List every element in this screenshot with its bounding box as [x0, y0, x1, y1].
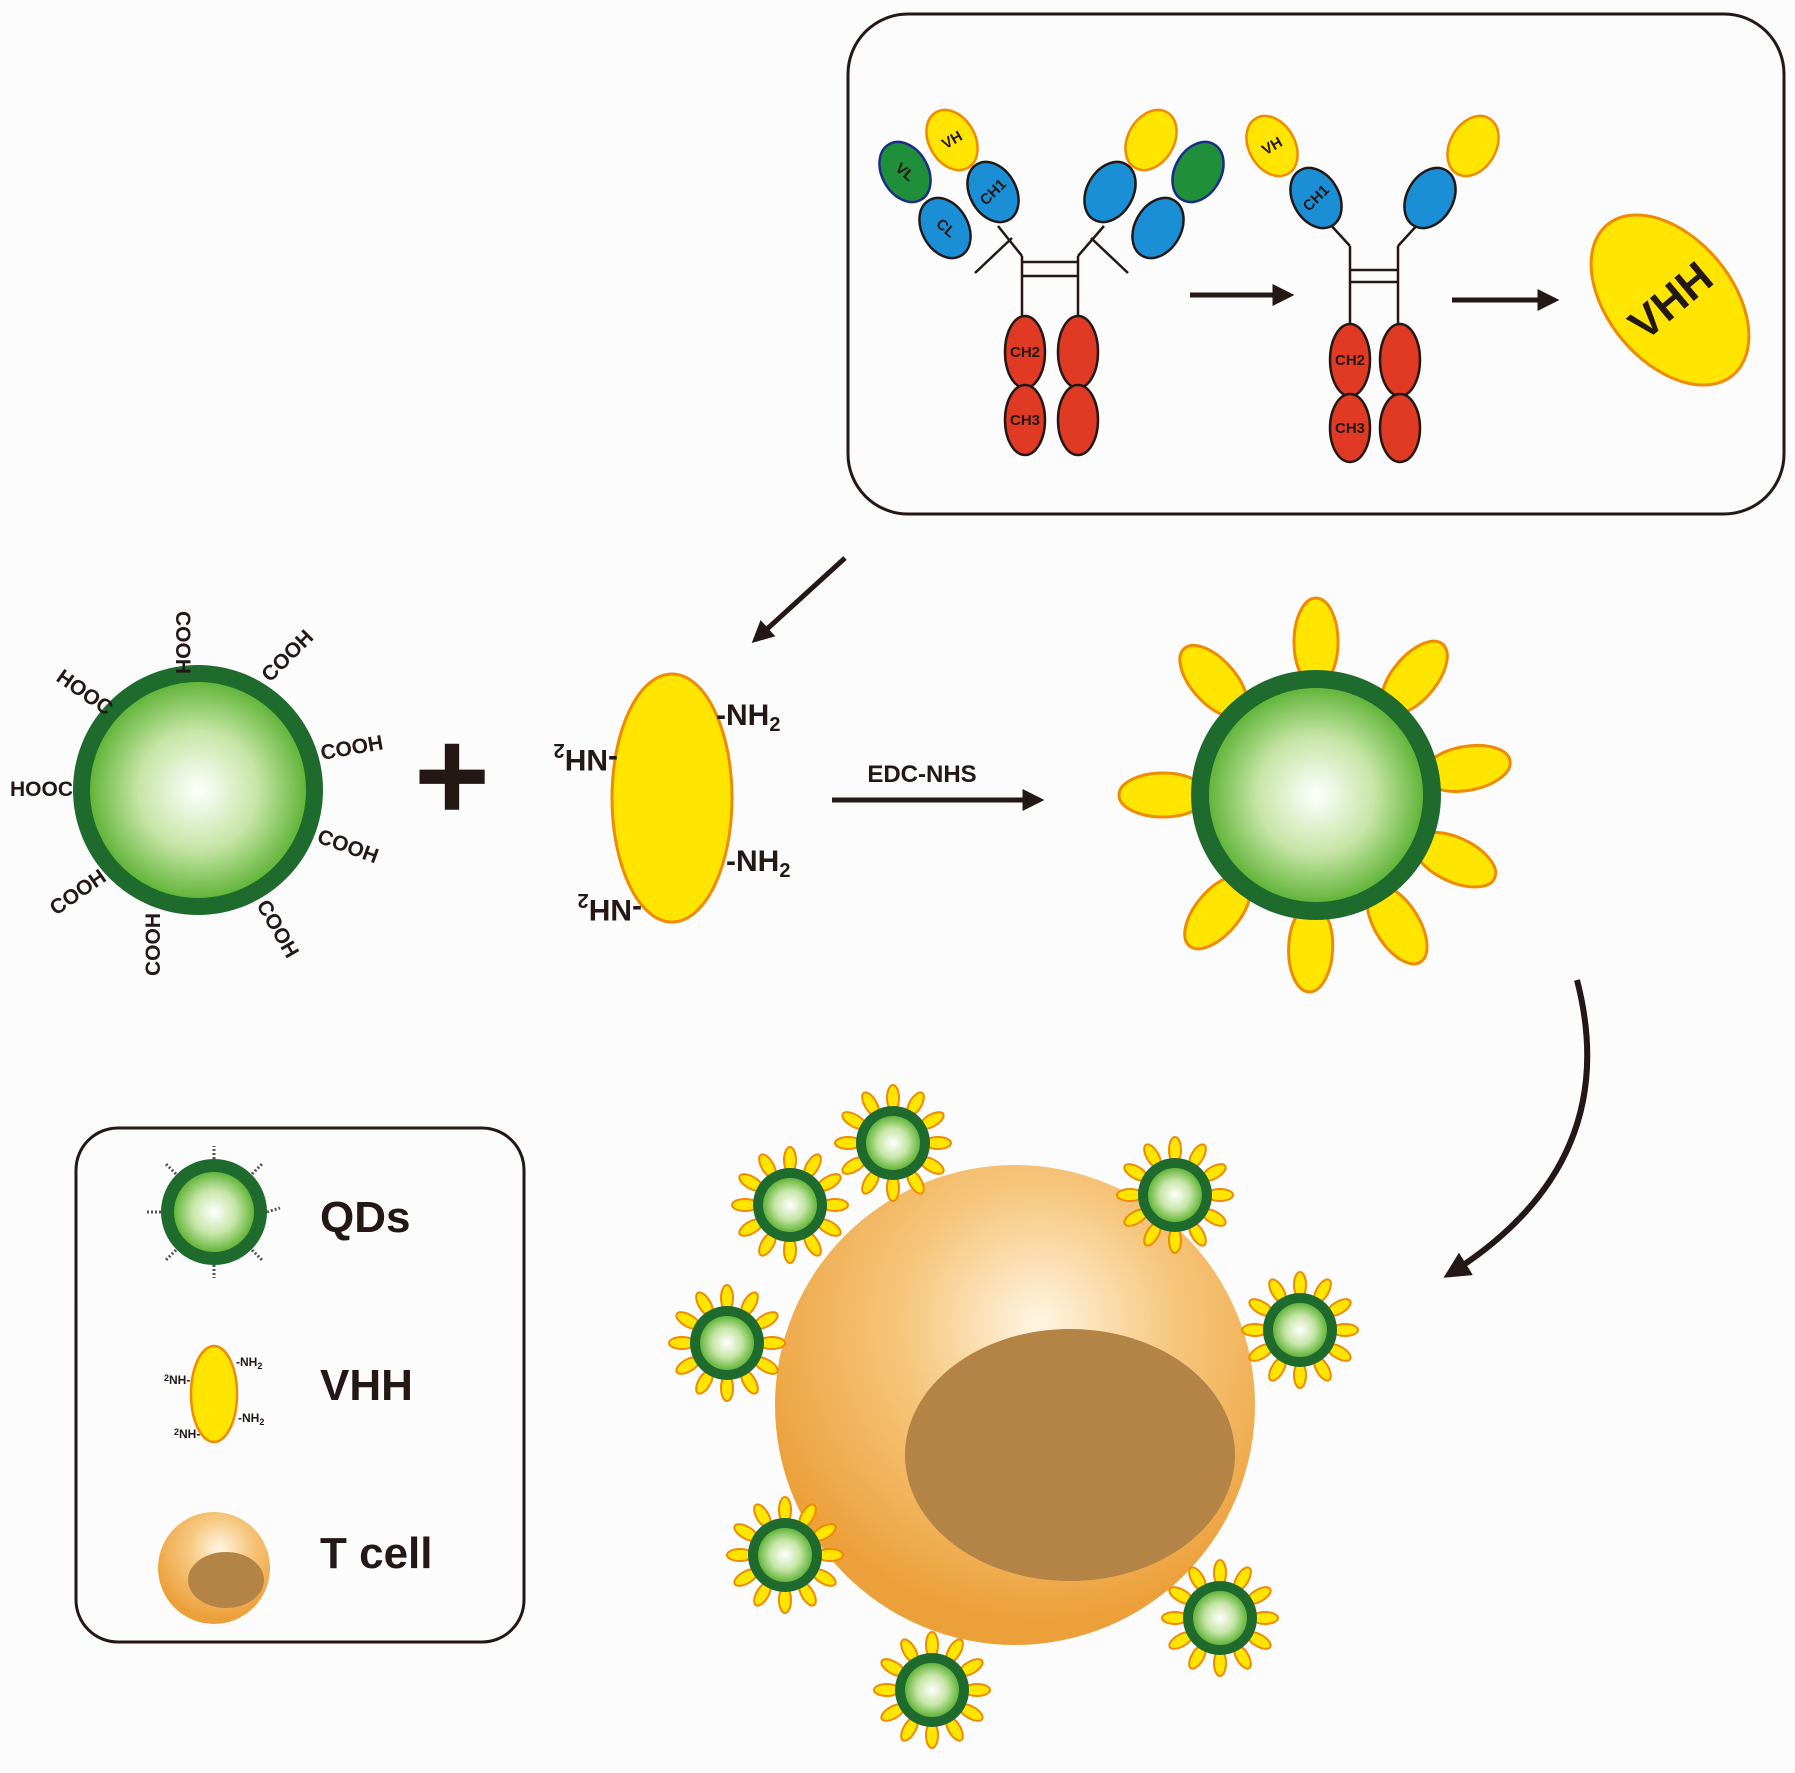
bound-qd-5: [668, 1284, 786, 1402]
qd-icon: [146, 1146, 281, 1278]
igg-vh-right: [1124, 108, 1178, 172]
hcab-ch1-left: [1289, 166, 1343, 230]
igg-ch3-right: [1056, 383, 1100, 457]
bound-qd-8: [873, 1631, 991, 1749]
hooc-label-1: HOOC: [10, 778, 73, 801]
vhh-fragment: VHH: [1589, 213, 1751, 387]
reagent-label: EDC-NHS: [867, 761, 976, 788]
t-cell-icon: [158, 1512, 270, 1624]
hcab-ch2-right: [1378, 322, 1422, 398]
igg-ch2-label: CH2: [1010, 344, 1040, 361]
svg-text:-NH2: -NH2: [238, 1411, 264, 1427]
amine-vhh: -NH2 -NH2 -NH2 -NH2: [554, 672, 790, 926]
cooh-label-5: COOH: [252, 896, 303, 962]
cooh-label-1: COOH: [171, 611, 194, 674]
igg-cl-right: [1131, 196, 1185, 260]
igg-vl-right: [1171, 140, 1225, 204]
plus-sign: +: [414, 702, 490, 848]
svg-text:2NH-: 2NH-: [174, 1427, 200, 1441]
t-cell: [775, 1165, 1255, 1645]
cooh-label-3: COOH: [319, 731, 385, 765]
hcab-ch3-label: CH3: [1335, 420, 1365, 437]
nh2-label-3: -NH2: [554, 739, 618, 776]
hcab-ch3-right: [1378, 392, 1422, 464]
hcab-vh-right: [1446, 114, 1500, 178]
svg-text:-NH2: -NH2: [236, 1355, 262, 1371]
igg-vh-left: [925, 108, 979, 172]
legend-frame: [74, 1126, 526, 1644]
antibody-panel-frame: [846, 12, 1786, 516]
hcab-ch1-right: [1403, 166, 1457, 230]
igg-ch1-left: [966, 160, 1020, 224]
cooh-label-7: COOH: [46, 865, 111, 920]
antibody-panel: VL VH CL CH1 CH2 CH3 VH CH1 C: [846, 12, 1786, 516]
igg-ch3-label: CH3: [1010, 412, 1040, 429]
hcab-vh-left: [1245, 114, 1299, 178]
svg-text:2NH-: 2NH-: [164, 1373, 190, 1387]
legend-t-cell-label: T cell: [320, 1529, 433, 1578]
igg-antibody: VL VH CL CH1 CH2 CH3: [878, 108, 1225, 457]
hcab-ch3-left: [1328, 392, 1372, 464]
legend-qds-label: QDs: [320, 1193, 410, 1242]
hooc-label-2: HOOC: [52, 665, 117, 720]
cooh-label-2: COOH: [257, 626, 318, 687]
igg-ch2-right: [1056, 314, 1100, 390]
t-cell-nucleus: [905, 1329, 1235, 1581]
heavy-chain-antibody: VH CH1 CH2 CH3: [1245, 114, 1500, 464]
t-cell-complex: [668, 1084, 1359, 1749]
cooh-label-4: COOH: [314, 825, 381, 868]
qd-vhh-conjugate: [1117, 596, 1512, 994]
vhh-icon: -NH2 -NH2 2NH- 2NH-: [164, 1344, 264, 1444]
cooh-label-6: COOH: [142, 913, 165, 976]
legend-vhh-label: VHH: [320, 1361, 413, 1410]
igg-ch3-left: [1003, 383, 1047, 457]
bound-qd-1: [731, 1146, 849, 1264]
nh2-label-1: -NH2: [716, 699, 780, 736]
bound-qd-4: [1241, 1271, 1359, 1389]
arrow-curved-to-cell: [1443, 979, 1591, 1278]
hcab-ch2-label: CH2: [1335, 352, 1365, 369]
igg-cl-left: [918, 196, 972, 260]
igg-ch1-right: [1083, 160, 1137, 224]
igg-vl-left: [878, 140, 932, 204]
nh2-label-2: -NH2: [726, 845, 790, 882]
carboxyl-qd: COOH COOH COOH COOH COOH COOH COOH HOOC …: [10, 611, 385, 976]
legend: QDs -NH2 -NH2 2NH- 2NH- VHH T cell: [74, 1126, 526, 1644]
arrow-panel-to-vhh: [751, 556, 847, 643]
nh2-label-4: -NH2: [578, 889, 642, 926]
